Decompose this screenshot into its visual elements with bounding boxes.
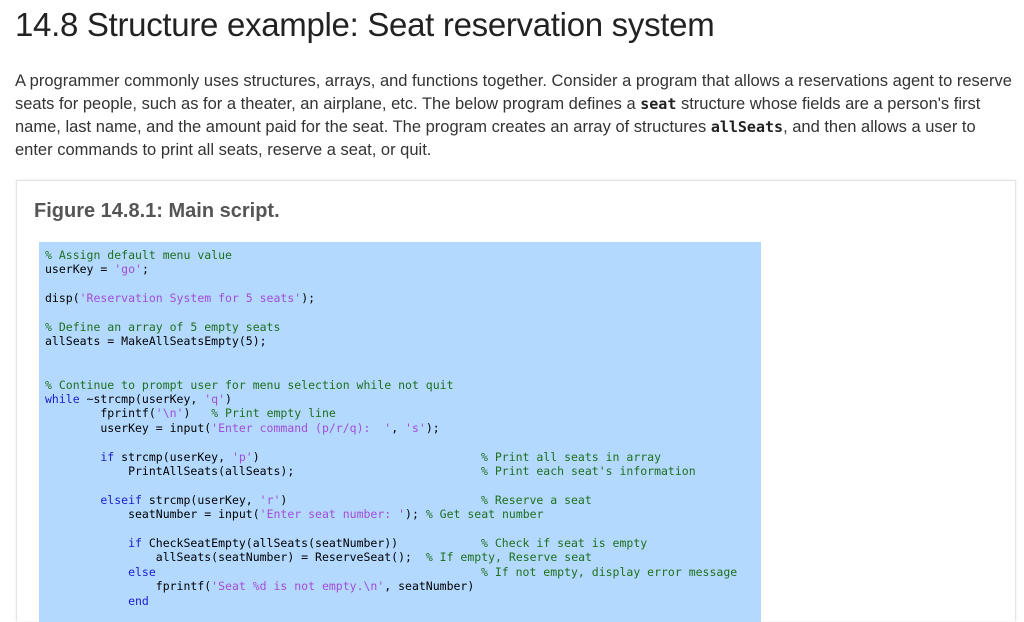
code-line: if CheckSeatEmpty(allSeats(seatNumber)) [45, 536, 399, 550]
figure-caption: Figure 14.8.1: Main script. [34, 200, 280, 222]
intro-text-3: , and then allows a user to enter comman… [15, 118, 976, 159]
code-comment: % Print all seats in array [481, 450, 662, 464]
intro-paragraph: A programmer commonly uses structures, a… [15, 70, 1015, 162]
code-comment: % Check if seat is empty [481, 536, 648, 550]
code-line: userKey = input('Enter command (p/r/q): … [45, 421, 440, 435]
code-line: allSeats(seatNumber) = ReserveSeat(); % … [45, 550, 592, 564]
code-comment: % Print each seat's information [481, 464, 696, 478]
code-line: % Define an array of 5 empty seats [45, 320, 281, 334]
code-line: end [45, 594, 149, 608]
code-line: if strcmp(userKey, 'p') [45, 450, 260, 464]
code-comment: % Reserve a seat [481, 493, 592, 507]
code-line: userKey = 'go'; [45, 262, 149, 276]
page-title: 14.8 Structure example: Seat reservation… [15, 6, 715, 43]
intro-text-2: structure whose fields are a person's fi… [15, 95, 981, 136]
code-line: disp('Reservation System for 5 seats'); [45, 291, 316, 305]
code-line: while ~strcmp(userKey, 'q') [45, 392, 232, 406]
code-comment: % If not empty, display error message [481, 565, 738, 579]
intro-code-allseats: allSeats [710, 118, 784, 136]
code-line: % Assign default menu value [45, 248, 232, 262]
code-line: seatNumber = input('Enter seat number: '… [45, 507, 544, 521]
code-line: allSeats = MakeAllSeatsEmpty(5); [45, 334, 267, 348]
code-line: % Continue to prompt user for menu selec… [45, 378, 454, 392]
code-line: else [45, 565, 156, 579]
intro-code-seat: seat [640, 95, 677, 113]
code-line: fprintf('\n') % Print empty line [45, 406, 336, 420]
code-block: % Assign default menu value userKey = 'g… [39, 242, 761, 622]
intro-text-1: A programmer commonly uses structures, a… [15, 72, 1012, 113]
figure-container: Figure 14.8.1: Main script. % Assign def… [16, 180, 1016, 622]
code-line: fprintf('Seat %d is not empty.\n', seatN… [45, 579, 475, 593]
code-line: PrintAllSeats(allSeats); [45, 464, 295, 478]
code-line: elseif strcmp(userKey, 'r') [45, 493, 288, 507]
